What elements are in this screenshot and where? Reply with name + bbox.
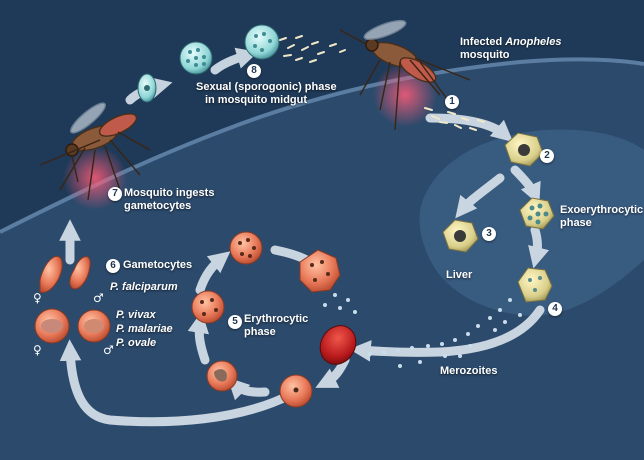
feeding-mosquito-illustration: [39, 102, 151, 201]
gametocytes-label: Gametocytes: [123, 259, 193, 271]
infected-mosquito-illustration: [339, 19, 471, 131]
liver-label: Liver: [446, 269, 473, 281]
male-symbol-bottom: ♂: [103, 343, 114, 357]
step-1-badge: 1: [445, 95, 459, 109]
erythrocytic-cells: [191, 231, 357, 408]
step-4-badge: 4: [548, 302, 562, 316]
step-7-badge: 7: [108, 187, 122, 201]
gametocyte-cells: [34, 256, 111, 344]
step-8-badge: 8: [247, 64, 261, 78]
liver-cell-illustrations: [442, 132, 555, 303]
step-2-badge: 2: [540, 149, 554, 163]
female-symbol-bottom: ♀: [33, 343, 42, 357]
male-symbol-top: ♂: [93, 291, 104, 305]
merozoites-dots: [323, 293, 522, 368]
merozoites-label: Merozoites: [440, 365, 498, 377]
step-3-badge: 3: [482, 227, 496, 241]
step-6-badge: 6: [106, 259, 120, 273]
p-falciparum-label: P. falciparum: [110, 281, 178, 293]
female-symbol-top: ♀: [33, 291, 42, 305]
step-5-badge: 5: [228, 315, 242, 329]
